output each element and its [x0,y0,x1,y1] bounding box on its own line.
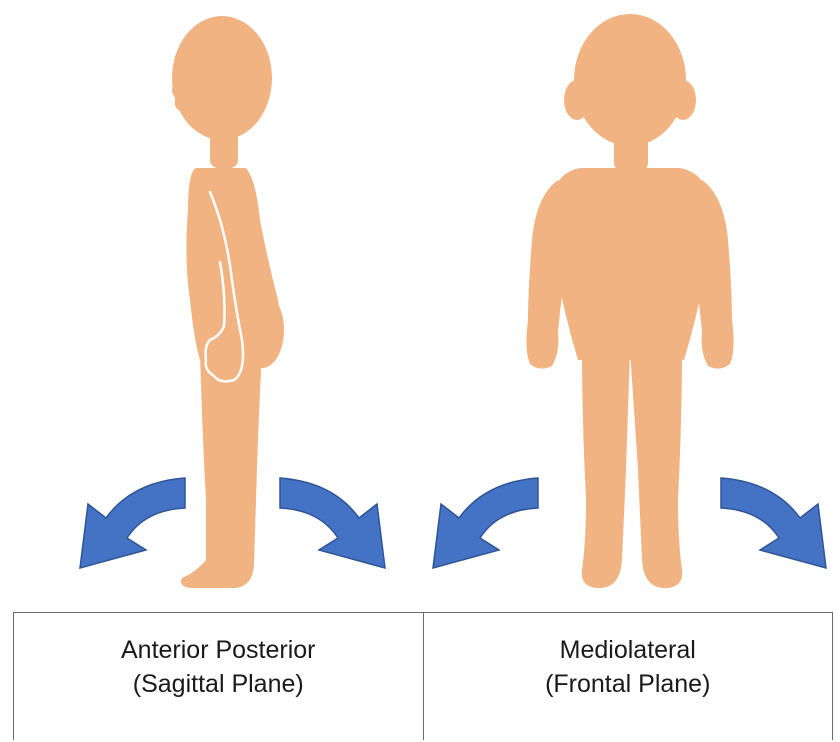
side-head [172,16,272,140]
side-leg [181,350,262,588]
label-sagittal-line1: Anterior Posterior [15,633,422,667]
label-frontal-line1: Mediolateral [425,633,832,667]
label-frontal-line2: (Frontal Plane) [425,667,832,701]
arrow-posterior-icon [280,478,385,568]
body-sway-diagram [0,0,840,600]
arrow-lateral-right-icon [721,478,826,568]
plane-labels-table: Anterior Posterior (Sagittal Plane) Medi… [13,612,833,740]
arrow-medial-left-icon [433,478,538,568]
label-cell-frontal: Mediolateral (Frontal Plane) [423,613,833,741]
label-sagittal-line2: (Sagittal Plane) [15,667,422,701]
label-cell-sagittal: Anterior Posterior (Sagittal Plane) [14,613,424,741]
front-torso [551,168,711,360]
child-front-view [526,14,733,588]
arrow-anterior-icon [80,478,185,568]
child-side-view [172,16,284,588]
front-head [574,14,686,146]
